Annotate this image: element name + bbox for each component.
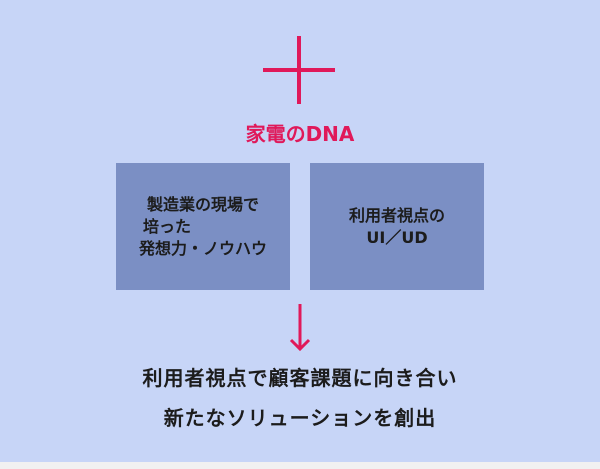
arrow-down-icon xyxy=(289,304,311,352)
box-user-perspective: 利用者視点の UI／UD xyxy=(310,163,484,290)
box-left-line: 製造業の現場で xyxy=(146,194,259,214)
box-right-line: 利用者視点の xyxy=(348,205,445,225)
result-line: 利用者視点で顧客課題に向き合い xyxy=(142,366,458,390)
result-text: 利用者視点で顧客課題に向き合い 新たなソリューションを創出 xyxy=(0,358,600,438)
box-right-line: UI／UD xyxy=(366,227,428,247)
plus-vertical-bar xyxy=(297,36,301,104)
box-manufacturing-knowhow: 製造業の現場で 培った 発想力・ノウハウ xyxy=(116,163,290,290)
box-left-line: 発想力・ノウハウ xyxy=(138,238,267,258)
heading: 家電のDNA xyxy=(245,122,355,146)
result-line: 新たなソリューションを創出 xyxy=(163,406,437,430)
plus-icon xyxy=(263,36,335,104)
box-left-line: 培った xyxy=(143,216,192,236)
